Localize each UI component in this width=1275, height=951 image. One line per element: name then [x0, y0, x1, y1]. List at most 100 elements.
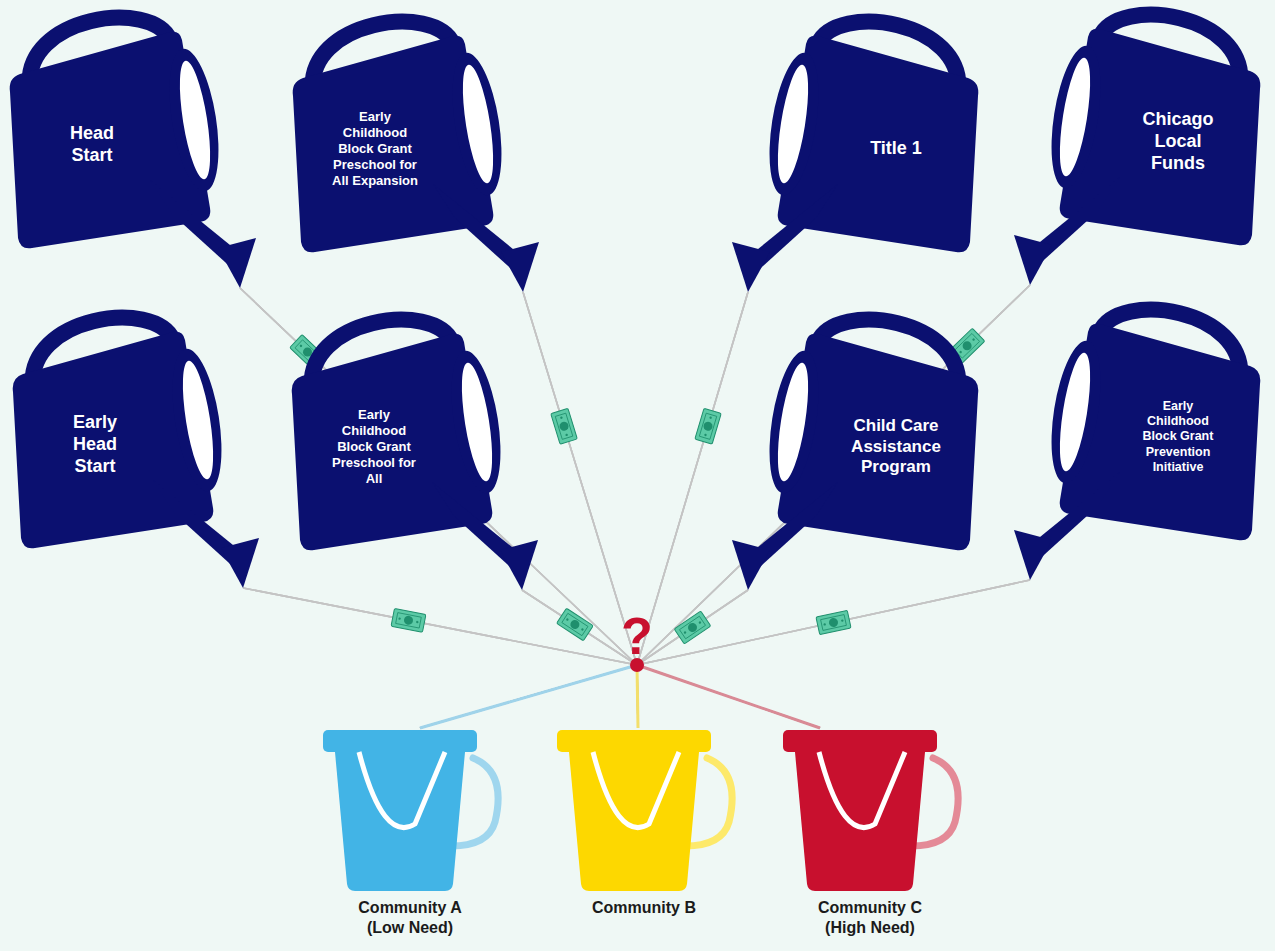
can-group	[293, 22, 539, 292]
can-rose	[501, 242, 539, 292]
bucket-rim	[557, 730, 711, 752]
community-bucket: Community C (High Need)	[775, 726, 965, 951]
money-bill	[551, 408, 578, 444]
can-rim	[443, 347, 509, 496]
bill-border	[821, 615, 847, 631]
can-opening	[457, 63, 499, 185]
can-rim	[761, 347, 827, 496]
bill-seal	[961, 339, 974, 352]
can-rim	[444, 49, 510, 198]
can-group	[13, 318, 259, 588]
can-group	[10, 18, 256, 288]
bucket	[549, 726, 739, 892]
bill-dot	[683, 631, 686, 634]
funding-source-can: Chicago Local Funds	[1013, 5, 1268, 285]
can-opening	[174, 59, 216, 181]
can-label-box: Chicago Local Funds	[1113, 67, 1243, 217]
funding-flow-line	[420, 285, 1030, 728]
bill-group	[290, 328, 985, 644]
bucket-label: Community B	[592, 898, 696, 918]
funding-flow-line	[420, 590, 748, 728]
can-rose	[1014, 530, 1052, 580]
fan-line-yellow	[637, 665, 638, 728]
can-rose	[1014, 235, 1052, 285]
funding-flow-line	[420, 580, 1030, 728]
can-label-box: Early Childhood Block Grant Preschool fo…	[309, 372, 439, 522]
bill-seal	[828, 617, 839, 628]
funding-flow-line	[637, 292, 748, 728]
can-opening	[1054, 56, 1096, 178]
bill-dot	[299, 344, 302, 347]
can-label: Early Childhood Block Grant Prevention I…	[1133, 399, 1223, 475]
funding-flow-line	[637, 285, 1030, 728]
can-group	[292, 320, 538, 590]
bill-seal	[403, 615, 414, 626]
funding-flow-line	[243, 588, 637, 728]
bill-dot	[565, 433, 568, 436]
funding-source-can: Head Start	[2, 8, 257, 288]
can-label-box: Title 1	[831, 74, 961, 224]
bill-paper	[816, 610, 851, 634]
edge-group	[240, 285, 1030, 728]
can-label: Head Start	[52, 123, 132, 167]
bill-dot	[709, 416, 712, 419]
watering-can	[5, 308, 260, 588]
fan-line-red	[637, 665, 820, 728]
funding-source-can: Early Childhood Block Grant Preschool fo…	[285, 12, 540, 292]
watering-can	[285, 12, 540, 292]
can-label-box: Child Care Assistance Program	[831, 372, 961, 522]
bucket	[775, 726, 965, 892]
bill-dot	[823, 623, 826, 626]
can-rose	[221, 538, 259, 588]
can-rim	[1043, 42, 1109, 191]
funding-flow-line	[243, 588, 638, 728]
bucket-label-box: Community A (Low Need)	[315, 898, 505, 937]
funding-flow-line	[637, 590, 748, 728]
bill-border	[396, 613, 422, 628]
can-opening	[456, 361, 498, 483]
funding-source-can: Title 1	[731, 12, 986, 292]
can-rose	[218, 238, 256, 288]
watering-can	[1013, 5, 1268, 285]
can-label: Early Head Start	[55, 412, 135, 478]
money-bill	[391, 608, 426, 632]
can-label-box: Early Childhood Block Grant Preschool fo…	[310, 74, 440, 224]
bill-paper	[695, 408, 721, 444]
bucket-label-box: Community B	[549, 898, 739, 918]
funding-source-can: Early Childhood Block Grant Prevention I…	[1013, 300, 1268, 580]
bill-paper	[391, 608, 426, 632]
can-rose	[732, 242, 770, 292]
bill-dot	[704, 433, 707, 436]
can-group	[1014, 15, 1260, 285]
can-group	[732, 22, 978, 292]
bucket-label: Community A (Low Need)	[345, 898, 475, 937]
bucket-inner-handle	[819, 752, 905, 828]
bill-dot	[560, 416, 563, 419]
bill-border	[699, 413, 716, 439]
funding-flow-line	[420, 590, 637, 728]
bill-dot	[566, 618, 569, 621]
community-bucket: Community A (Low Need)	[315, 726, 505, 951]
money-bill	[557, 608, 594, 641]
can-rim	[1043, 337, 1109, 486]
funding-flow-line	[522, 590, 820, 728]
bucket-rim	[323, 730, 477, 752]
bill-dot	[581, 628, 584, 631]
bill-border	[679, 616, 705, 639]
funding-flow-line	[240, 288, 820, 728]
bill-dot	[416, 621, 419, 624]
can-label: Early Childhood Block Grant Preschool fo…	[328, 109, 423, 188]
can-label: Child Care Assistance Program	[844, 416, 949, 478]
money-bill	[674, 611, 711, 644]
funding-source-can: Child Care Assistance Program	[731, 310, 986, 590]
watering-can	[284, 310, 539, 590]
bucket-inner-handle	[359, 752, 445, 828]
bill-seal	[702, 421, 713, 432]
bill-paper	[551, 408, 578, 444]
funding-source-can: Early Head Start	[5, 308, 260, 588]
watering-can	[1013, 300, 1268, 580]
funding-flow-line	[522, 590, 638, 728]
bucket-label-box: Community C (High Need)	[775, 898, 965, 937]
can-label-box: Early Childhood Block Grant Prevention I…	[1113, 362, 1243, 512]
